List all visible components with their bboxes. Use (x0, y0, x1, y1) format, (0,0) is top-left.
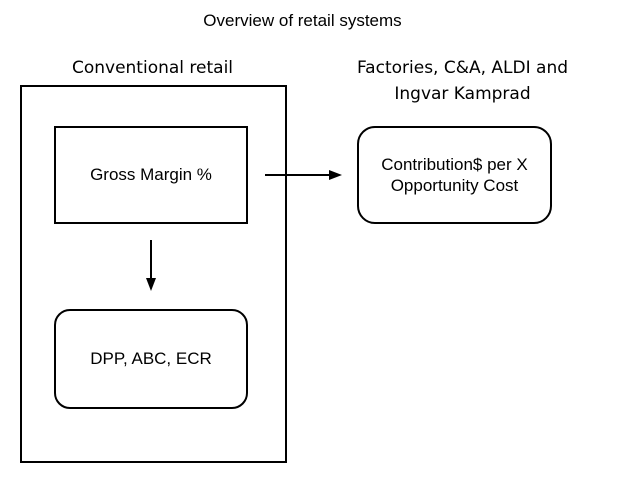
arrow-down (146, 240, 156, 291)
methods-text: DPP, ABC, ECR (90, 349, 212, 368)
contribution-text: Contribution$ per X Opportunity Cost (381, 154, 527, 196)
alternative-label-line2: Ingvar Kamprad (394, 84, 531, 104)
conventional-retail-label: Conventional retail (71, 58, 234, 78)
alternative-retail-label: Factories, C&A, ALDI and Ingvar Kamprad (330, 55, 595, 107)
alternative-label-line1: Factories, C&A, ALDI and (356, 58, 569, 78)
gross-margin-box: Gross Margin % (54, 126, 248, 224)
contribution-box: Contribution$ per X Opportunity Cost (357, 126, 552, 224)
gross-margin-text: Gross Margin % (90, 165, 212, 184)
methods-box: DPP, ABC, ECR (54, 309, 248, 409)
conventional-retail-container (20, 85, 287, 463)
diagram-title: Overview of retail systems (203, 11, 402, 30)
arrow-right (265, 170, 342, 180)
contribution-line2: Opportunity Cost (390, 176, 519, 195)
contribution-line1: Contribution$ per X (381, 155, 528, 174)
